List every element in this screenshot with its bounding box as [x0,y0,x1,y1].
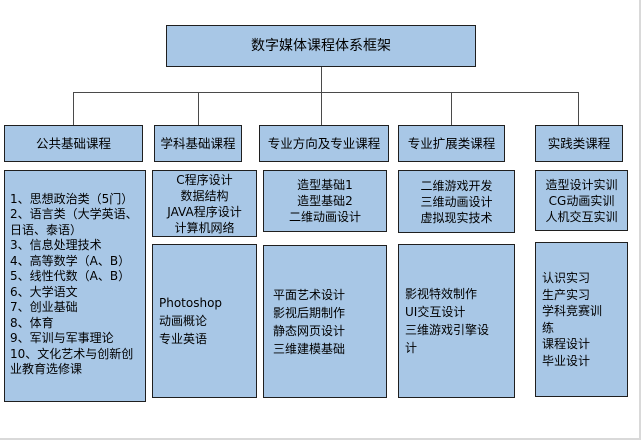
box-major-foundation: 造型基础1 造型基础2 二维动画设计 [263,170,387,232]
box-extension-advanced: 影视特效制作 UI交互设计 三维游戏引擎设计 [398,244,515,398]
header-label: 专业扩展类课程 [407,135,496,151]
box-major-courses: 平面艺术设计 影视后期制作 静态网页设计 三维建模基础 [263,245,387,398]
connector-drop-1 [73,92,74,125]
root-node: 数字媒体课程体系框架 [166,25,476,67]
box-practice-training: 造型设计实训 CG动画实训 人机交互实训 [535,170,628,231]
course-list: 1、思想政治类（5门） 2、语言类（大学英语、日语、泰语） 3、信息处理技术 4… [10,191,138,377]
box-public-basic-course-list: 1、思想政治类（5门） 2、语言类（大学英语、日语、泰语） 3、信息处理技术 4… [4,170,146,402]
diagram-title: 数字媒体课程体系框架 [251,38,391,54]
header-major-direction-courses: 专业方向及专业课程 [259,125,389,162]
course-list: 认识实习 生产实习 学科竞赛训练 课程设计 毕业设计 [542,271,603,368]
course-list: Photoshop 动画概论 专业英语 [159,296,223,346]
header-label: 公共基础课程 [35,135,111,151]
header-practice-courses: 实践类课程 [535,125,623,162]
connector-drop-3 [321,92,322,125]
course-list: 平面艺术设计 影视后期制作 静态网页设计 三维建模基础 [273,287,346,356]
header-public-basic-courses: 公共基础课程 [4,125,143,162]
header-major-extension-courses: 专业扩展类课程 [398,125,505,162]
box-subject-basic-core: C程序设计 数据结构 JAVA程序设计 计算机网络 [152,170,257,237]
header-label: 学科基础课程 [160,135,236,151]
course-list: 造型设计实训 CG动画实训 人机交互实训 [545,177,618,224]
course-list: 造型基础1 造型基础2 二维动画设计 [288,178,361,224]
connector-trunk [321,67,322,92]
box-subject-basic-tools: Photoshop 动画概论 专业英语 [152,244,257,398]
connector-drop-2 [198,92,199,125]
course-list: C程序设计 数据结构 JAVA程序设计 计算机网络 [167,172,242,235]
course-list: 影视特效制作 UI交互设计 三维游戏引擎设计 [405,287,490,355]
connector-drop-5 [578,92,579,125]
course-list: 二维游戏开发 三维动画设计 虚拟现实技术 [420,178,493,225]
header-subject-basic-courses: 学科基础课程 [154,125,242,162]
box-practice-internship: 认识实习 生产实习 学科竞赛训练 课程设计 毕业设计 [535,242,628,397]
connector-drop-4 [451,92,452,125]
header-label: 专业方向及专业课程 [267,135,381,151]
header-label: 实践类课程 [547,135,611,151]
box-extension-core: 二维游戏开发 三维动画设计 虚拟现实技术 [398,170,515,233]
connector-rail [73,92,579,93]
